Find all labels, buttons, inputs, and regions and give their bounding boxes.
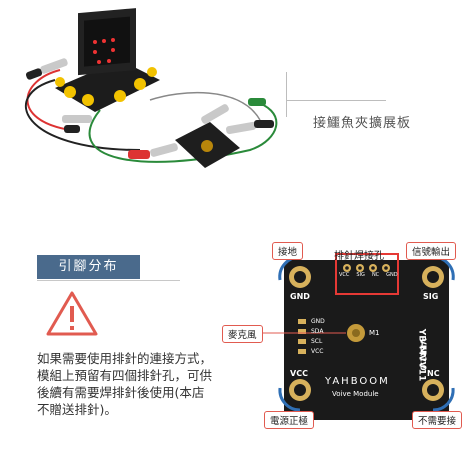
header-pin-sig: SIG xyxy=(356,272,365,278)
silk-vcc: VCC xyxy=(311,348,324,355)
header-pin-labels: VCC SIG NC GND xyxy=(339,272,398,278)
caption-clip-board: 接鱷魚夾擴展板 xyxy=(313,116,412,131)
header-holes-box xyxy=(335,253,399,295)
callout-mic: 麥克風 xyxy=(222,325,263,343)
clip-left-top xyxy=(25,58,68,80)
silk-scl: SCL xyxy=(311,338,323,345)
microbit-board xyxy=(55,8,160,112)
pad-label-vcc: VCC xyxy=(290,369,308,378)
green-wire xyxy=(88,99,278,163)
callout-nc: 不需要接 xyxy=(412,411,463,429)
header-pin-gnd: GND xyxy=(386,272,398,278)
black-wire xyxy=(25,79,141,151)
silk-labels: GND SDA SCL VCC xyxy=(311,317,325,357)
pad-label-nc: NC xyxy=(427,369,440,378)
pad-vcc-group xyxy=(278,379,311,412)
edge-pads xyxy=(298,319,306,354)
product-photo xyxy=(25,8,386,168)
warning-icon xyxy=(46,291,98,336)
voice-module-photo xyxy=(175,122,240,168)
header-pin-nc: NC xyxy=(371,272,380,278)
pin-section-title: 引腳分布 xyxy=(37,255,140,279)
caption-line-horizontal xyxy=(286,100,386,101)
callout-vcc: 電源正極 xyxy=(264,411,315,429)
callout-header: 排針焊接孔 xyxy=(334,251,384,262)
pcb-board xyxy=(284,260,449,420)
caption-line-vertical xyxy=(286,72,287,117)
pad-label-sig: SIG xyxy=(423,292,439,301)
pad-label-gnd: GND xyxy=(290,292,310,301)
clip-right-top xyxy=(201,98,266,124)
silk-gnd: GND xyxy=(311,318,325,325)
pad-sig-group xyxy=(422,255,455,288)
pin-header-note: 如果需要使用排針的連接方式， 模組上預留有四個排針孔，可供 後續有需要焊排針後使… xyxy=(37,351,213,417)
title-underline xyxy=(37,280,180,281)
callout-sig: 信號輸出 xyxy=(406,242,457,260)
clip-red xyxy=(128,143,178,159)
mic-designator: M1 xyxy=(369,329,380,337)
gray-wire xyxy=(149,91,261,121)
brand-logo: YAHBOOM xyxy=(325,376,390,387)
voice-module-diagram xyxy=(250,253,455,420)
pad-nc-group xyxy=(422,379,455,412)
model-text: YB-MVV11 VER1.0 xyxy=(395,320,435,390)
callout-gnd: 接地 xyxy=(272,242,304,260)
product-name: Voive Module xyxy=(332,390,379,398)
header-pin-vcc: VCC xyxy=(339,272,350,278)
silk-sda: SDA xyxy=(311,328,324,335)
clip-right-mid xyxy=(226,120,274,135)
model-version: VER1.0 xyxy=(418,338,428,371)
clip-left-bottom xyxy=(62,115,92,133)
